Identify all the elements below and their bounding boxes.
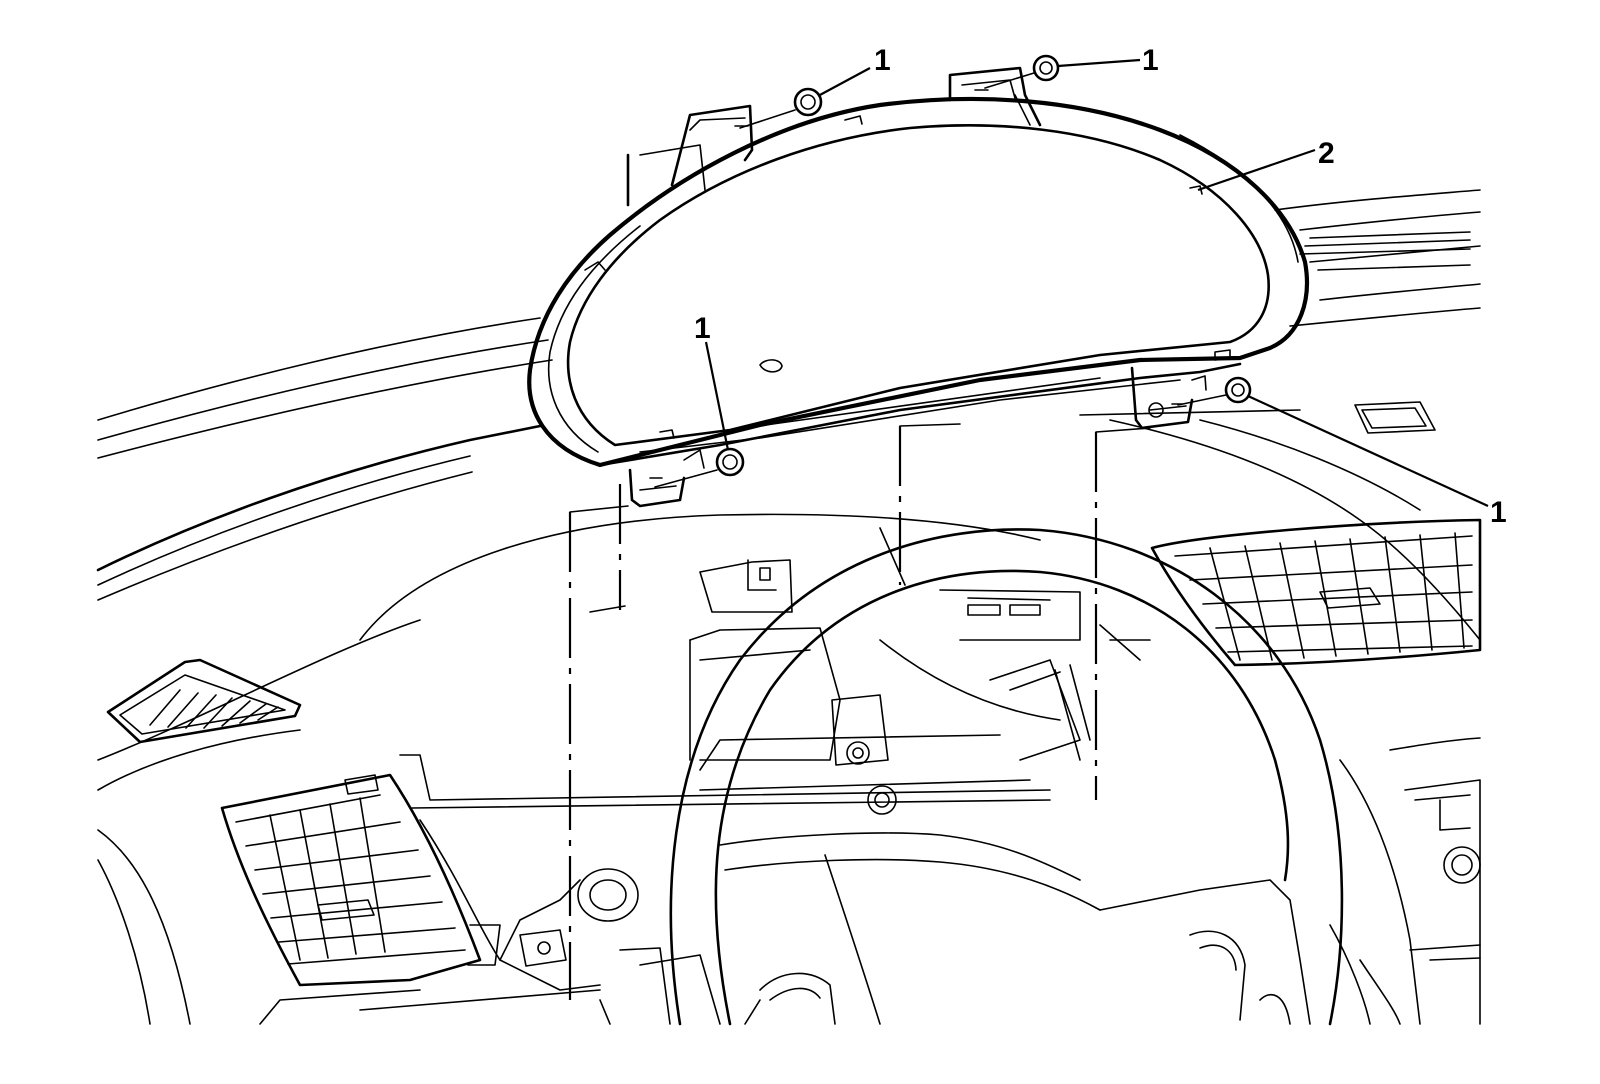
fastener-top-right (984, 54, 1060, 89)
instrument-panel (96, 189, 1481, 1025)
callout-fastener-bottom-left: 1 (694, 312, 711, 345)
callout-fastener-top-right: 1 (1142, 44, 1159, 77)
instrument-cluster (527, 96, 1310, 468)
callout-cluster: 2 (1318, 137, 1335, 170)
right-center-vent (1150, 518, 1482, 667)
fastener-top-left (739, 87, 823, 129)
cluster-mounting-brackets (626, 66, 1207, 508)
cluster-opening (689, 559, 1151, 815)
alignment-lines (568, 423, 1151, 1000)
left-side-vent (106, 658, 302, 744)
fastener-bottom-left (654, 447, 745, 488)
left-center-vent (220, 773, 482, 987)
callout-leaders (704, 58, 1489, 507)
callout-fastener-top-left: 1 (874, 44, 891, 77)
callout-labels: 1 1 2 1 1 (694, 44, 1507, 529)
steering-wheel (669, 528, 1344, 1026)
callout-fastener-bottom-right: 1 (1490, 496, 1507, 529)
ignition-area (467, 868, 721, 1025)
fastener-bottom-right (1177, 376, 1252, 406)
